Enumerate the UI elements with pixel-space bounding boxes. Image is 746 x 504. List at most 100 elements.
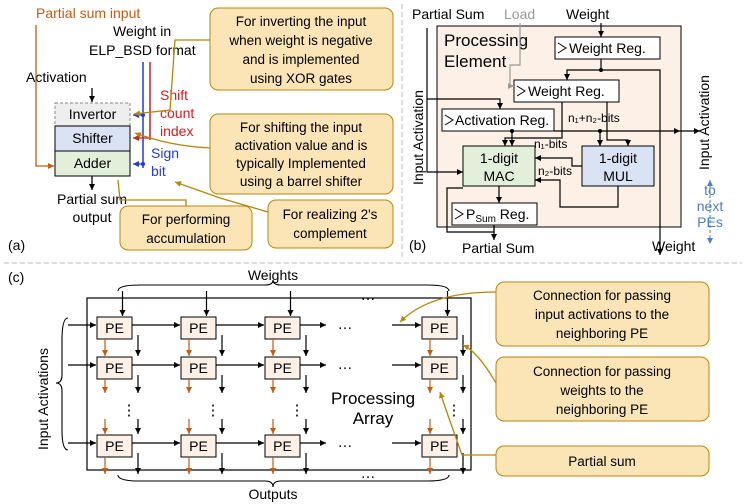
pe-label: PE — [273, 438, 292, 454]
input-activation-left-label: Input Activation — [410, 90, 426, 185]
partial-sum-output-line2: output — [73, 209, 112, 225]
pe-label: PE — [430, 438, 449, 454]
note-accumulation-line2: accumulation — [146, 231, 226, 246]
n1-bits-label: n₁-bits — [534, 137, 567, 151]
activation-label: Activation — [26, 69, 87, 85]
partial-sum-top-label: Partial Sum — [412, 6, 484, 22]
note-shifter-connector — [134, 132, 211, 149]
pe-title-line2: Element — [444, 52, 507, 71]
note-invertor-line2: when weight is negative — [228, 33, 372, 48]
pe-label: PE — [189, 320, 208, 336]
note-accumulation-connector — [117, 179, 187, 206]
vdots: ⋮ — [290, 402, 305, 419]
psum-reg-label: PSum Reg. — [466, 206, 529, 225]
pe-label: PE — [105, 438, 124, 454]
mul-line1: 1-digit — [599, 150, 637, 166]
outputs-brace — [117, 474, 450, 488]
hdots: … — [338, 356, 353, 373]
pe-label: PE — [430, 320, 449, 336]
shift-count-index-line2: count — [160, 105, 194, 121]
partial-sum-output-line1: Partial sum — [57, 191, 127, 207]
pe-cell — [180, 356, 217, 380]
n1n2-bits-label: n₁+n₂-bits — [568, 111, 620, 125]
pe-label: PE — [273, 360, 292, 376]
pe-cell — [180, 316, 217, 340]
sign-bit-line1: Sign — [151, 145, 179, 161]
panel-a: Partial sum input Weight in ELP_BSD form… — [8, 5, 394, 253]
pe-label: PE — [105, 360, 124, 376]
note-w-line2: weights to the — [559, 383, 643, 398]
n2-bits-label: n₂-bits — [538, 164, 572, 178]
vdots: ⋮ — [206, 402, 221, 419]
note-2c-connector — [174, 181, 269, 213]
note-shifter — [209, 113, 394, 195]
mul-block — [581, 145, 655, 187]
pe-cell — [264, 356, 301, 380]
note-act-line3: neighboring PE — [556, 326, 648, 341]
outputs-label: Outputs — [248, 486, 297, 502]
pe-title-line1: Processing — [444, 31, 528, 50]
hdots-top: … — [361, 287, 376, 304]
partial-sum-bottom-label: Partial Sum — [462, 240, 534, 256]
weight-top-label: Weight — [566, 6, 609, 22]
pe-cell — [96, 434, 133, 458]
hdots-bottom: … — [361, 465, 376, 482]
note-shifter-line4: using a barrel shifter — [240, 174, 363, 189]
note-invertor-connector — [133, 39, 210, 117]
mac-line1: 1-digit — [480, 150, 518, 166]
note-shifter-line2: activation value and is — [235, 138, 368, 153]
weights-brace — [117, 279, 450, 292]
panel-c: (c) Weights Outputs Input Activations Pr… — [8, 267, 710, 502]
weight-reg-1 — [554, 36, 661, 60]
activation-reg — [441, 108, 555, 132]
weight-in-label: Weight in — [113, 23, 171, 39]
weights-label: Weights — [248, 267, 298, 283]
pe-cell — [421, 316, 458, 340]
note-ps-line: Partial sum — [568, 454, 636, 469]
note-2s-complement — [267, 199, 394, 249]
note-partial-sum — [495, 445, 710, 477]
pe-cell — [96, 356, 133, 380]
note-activation-connection — [495, 281, 710, 347]
pe-label: PE — [430, 360, 449, 376]
shift-count-index-line3: index — [160, 123, 193, 139]
weight-reg-1-label: Weight Reg. — [569, 40, 646, 56]
note-w-line3: neighboring PE — [556, 402, 648, 417]
note-invertor-line3: and is implemented — [242, 52, 359, 67]
pe-label: PE — [189, 438, 208, 454]
note-invertor-line1: For inverting the input — [236, 14, 367, 29]
array-label-line1: Processing — [331, 389, 415, 408]
hdots: … — [338, 434, 353, 451]
input-activations-brace — [55, 317, 69, 451]
note-act-line2: input activations to the — [535, 307, 669, 322]
note-weight-connection — [495, 356, 710, 422]
pe-label: PE — [273, 320, 292, 336]
note-act-line1: Connection for passing — [533, 288, 671, 303]
panel-b: Partial Sum Load Weight Processing Eleme… — [409, 6, 723, 256]
shifter-label: Shifter — [72, 130, 113, 146]
processing-array-box — [86, 297, 472, 471]
pe-cell — [421, 356, 458, 380]
sign-bit-line2: bit — [151, 163, 166, 179]
panel-c-label: (c) — [8, 269, 24, 285]
load-label: Load — [504, 6, 535, 22]
pe-cell — [264, 316, 301, 340]
note-w-line1: Connection for passing — [533, 364, 671, 379]
note-2c-line2: complement — [293, 226, 367, 241]
vdots: ⋮ — [447, 402, 462, 419]
note-invertor-line4: using XOR gates — [250, 71, 352, 86]
mul-line2: MUL — [603, 168, 633, 184]
activation-reg-label: Activation Reg. — [455, 112, 549, 128]
note-shifter-line1: For shifting the input — [240, 120, 363, 135]
mac-block — [462, 145, 536, 187]
note-accumulation-line1: For performing — [142, 212, 231, 227]
pe-cell — [264, 434, 301, 458]
shift-count-index-line1: Shift — [160, 87, 188, 103]
input-activation-right-label: Input Activation — [696, 75, 712, 170]
pe-label: PE — [105, 320, 124, 336]
input-activations-label: Input Activations — [35, 348, 51, 450]
partial-sum-input-label: Partial sum input — [36, 5, 140, 21]
elp-bsd-label: ELP_BSD format — [89, 42, 196, 58]
